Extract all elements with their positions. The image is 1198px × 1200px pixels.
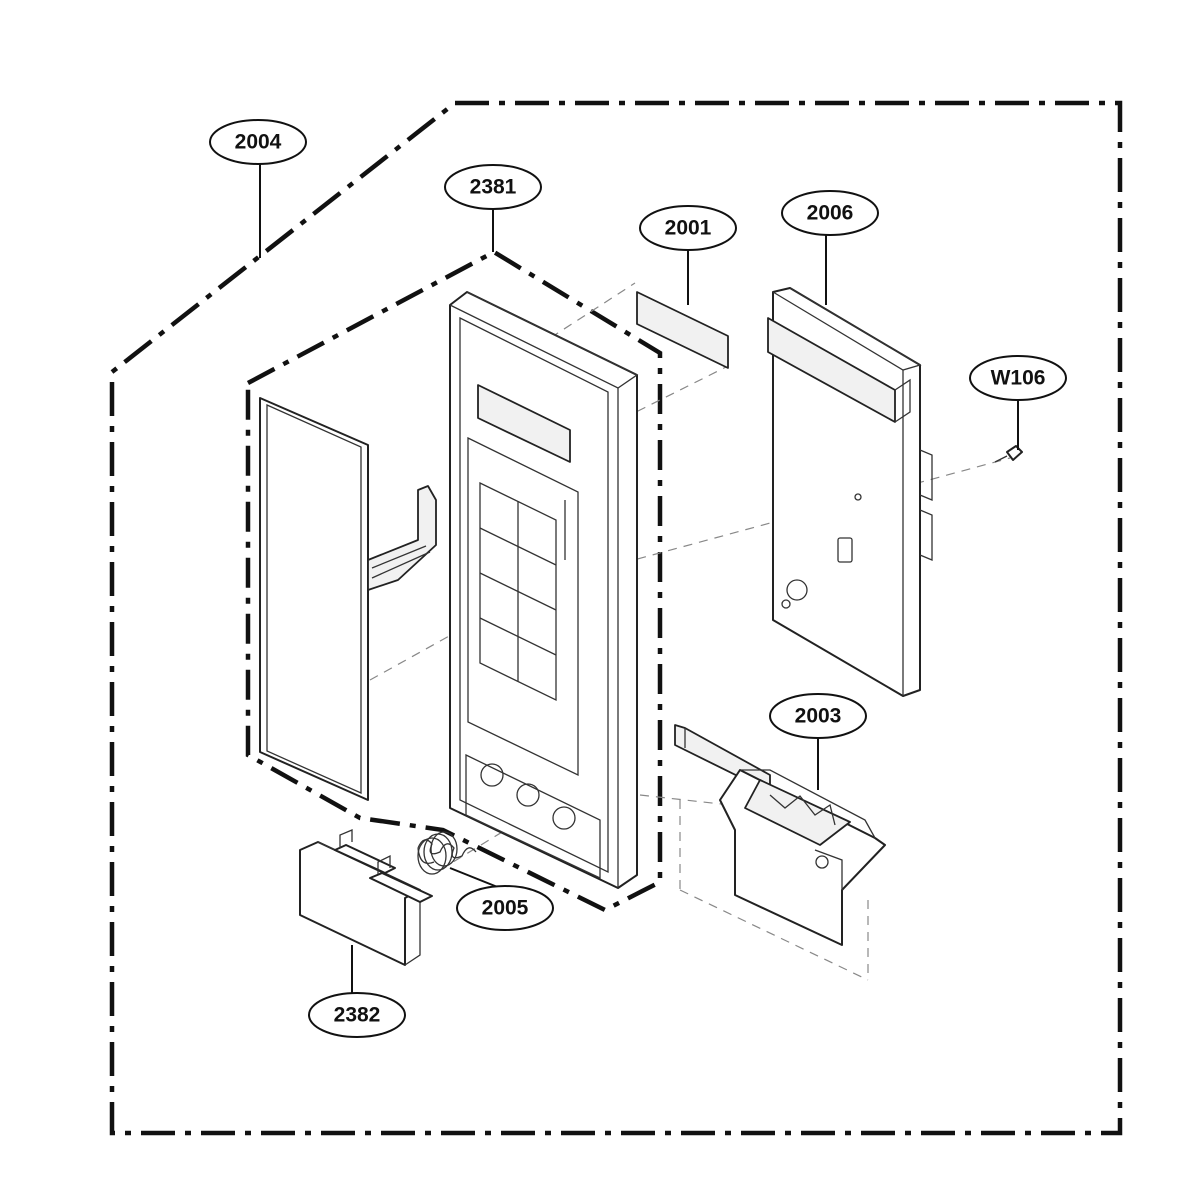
callout-2381: 2381 — [444, 164, 542, 210]
callout-label: W106 — [991, 367, 1046, 390]
callout-label: 2004 — [235, 131, 282, 154]
part-2003-latch-lever — [674, 724, 886, 946]
assembly-boundary — [109, 100, 1123, 1136]
callout-2003: 2003 — [769, 693, 867, 739]
callout-2006: 2006 — [781, 190, 879, 236]
part-2382-push-button — [299, 829, 433, 966]
part-2001-display-filter — [636, 291, 729, 369]
callout-label: 2006 — [807, 202, 854, 225]
callout-label: 2381 — [470, 176, 517, 199]
part-2004-membrane-sheet — [259, 397, 437, 801]
callout-2005: 2005 — [456, 885, 554, 931]
part-2381-control-panel-frame — [449, 291, 639, 889]
callout-2004: 2004 — [209, 119, 307, 165]
callout-label: 2003 — [795, 705, 842, 728]
callout-label: 2005 — [482, 897, 529, 920]
callout-2382: 2382 — [308, 992, 406, 1038]
part-2006-pcb-board — [767, 287, 933, 697]
callout-2001: 2001 — [639, 205, 737, 251]
callout-label: 2382 — [334, 1004, 381, 1027]
callout-W106: W106 — [969, 355, 1067, 401]
panel-group-boundary — [245, 249, 663, 913]
leader-lines — [259, 164, 1019, 995]
callout-label: 2001 — [665, 217, 712, 240]
part-2005-spring — [417, 831, 477, 875]
